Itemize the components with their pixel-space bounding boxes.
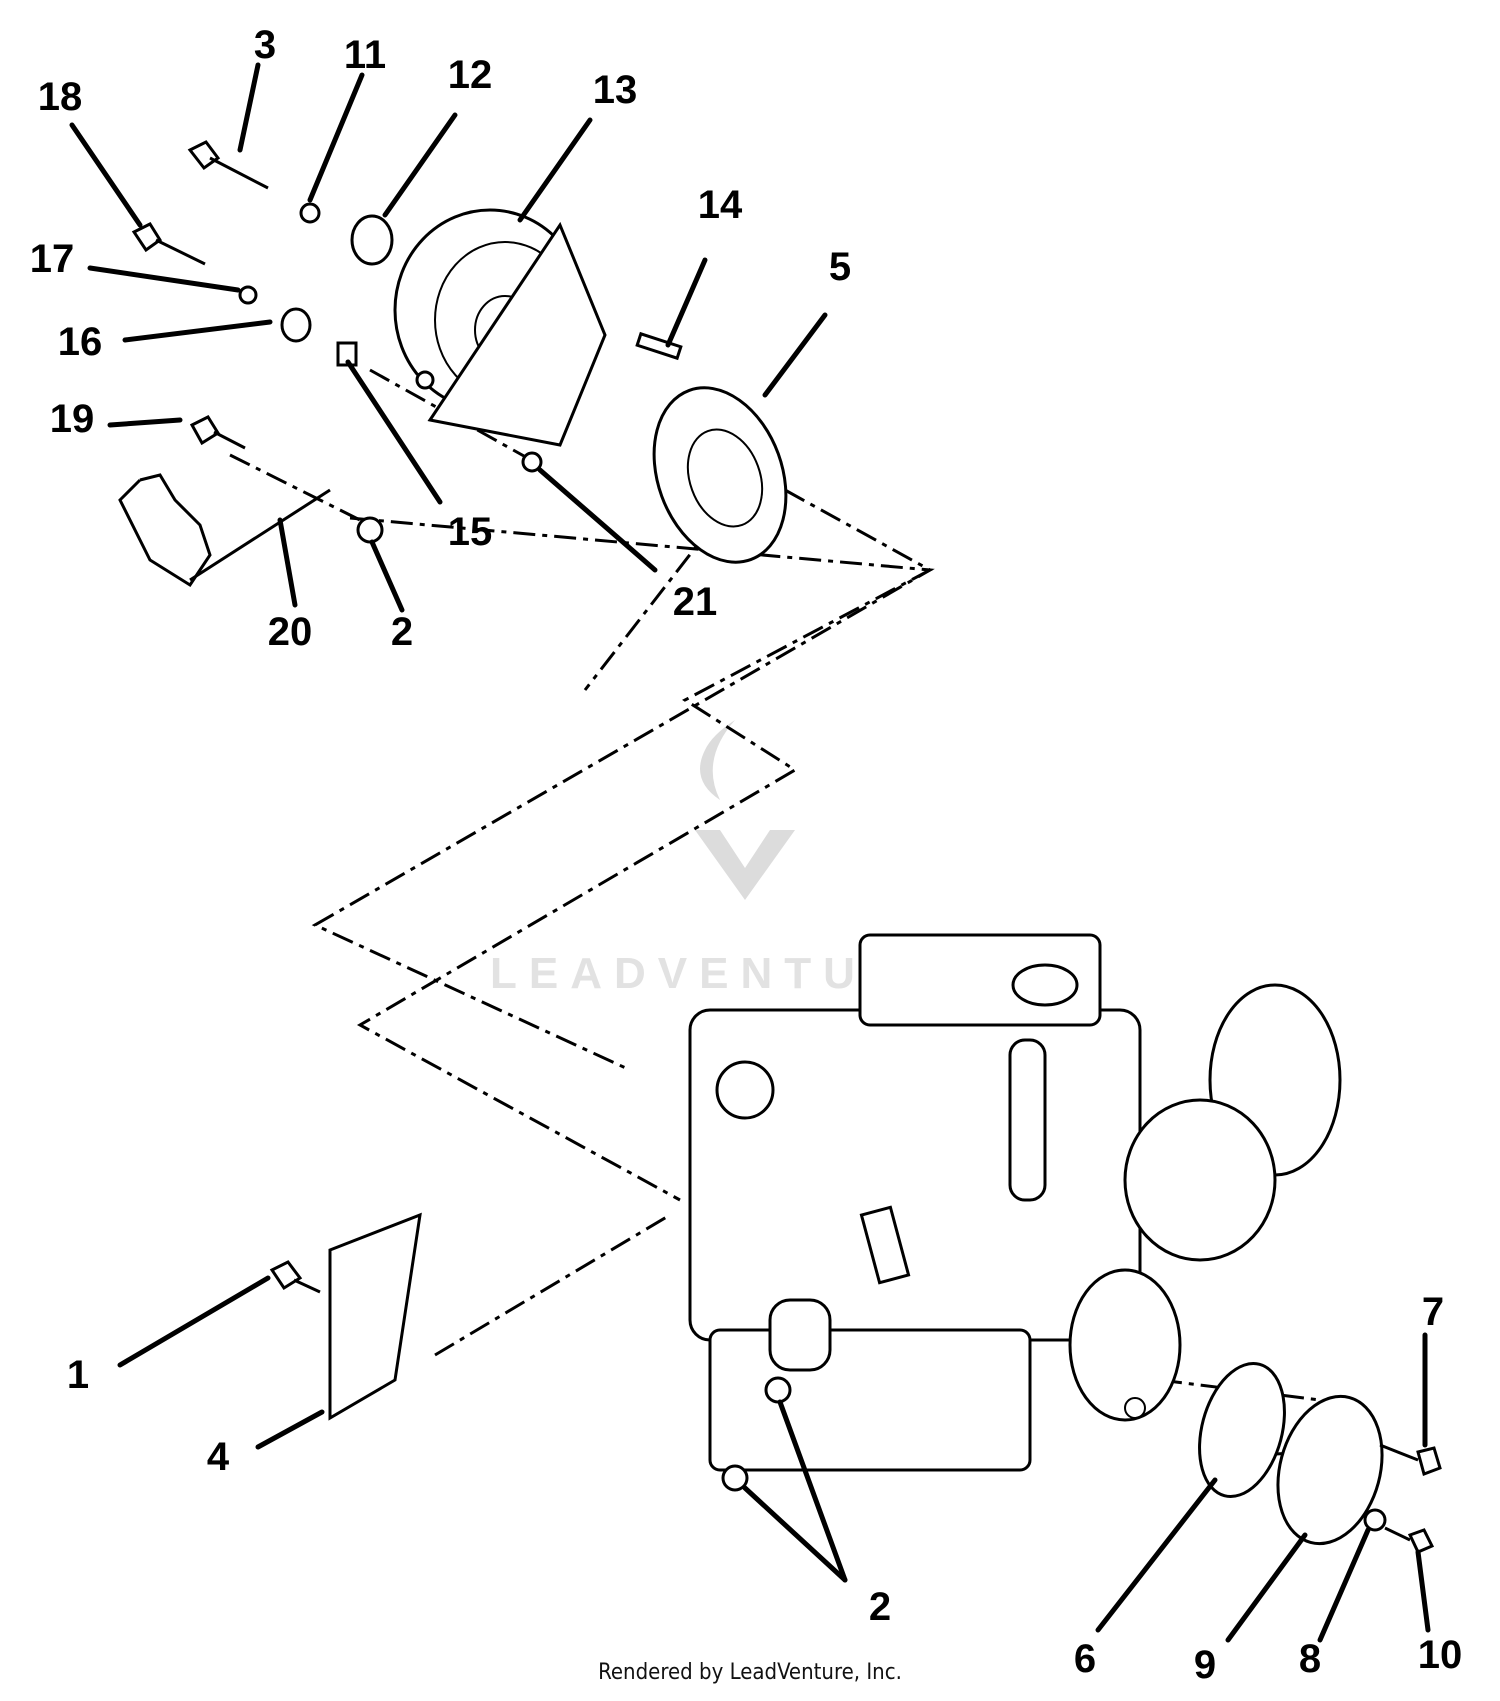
washer-11 xyxy=(299,202,321,224)
bracket-20 xyxy=(118,473,331,588)
bolt-7 xyxy=(1379,1443,1442,1476)
washer-8 xyxy=(1363,1508,1387,1532)
engine xyxy=(688,933,1342,1472)
adapter-5 xyxy=(652,386,788,564)
nut-2-upper xyxy=(356,516,384,544)
nut-2-engine xyxy=(764,1376,792,1404)
shield-4 xyxy=(328,1212,422,1421)
callout-4: 4 xyxy=(207,1435,230,1479)
callout-3: 3 xyxy=(254,23,276,67)
spacer-16 xyxy=(280,307,312,343)
bolt-3 xyxy=(187,140,269,190)
callout-2-upper: 2 xyxy=(391,610,413,654)
bolt-19 xyxy=(189,415,246,450)
key-14 xyxy=(635,331,683,361)
callout-12: 12 xyxy=(448,53,493,97)
washer-12 xyxy=(350,214,394,266)
callout-10: 10 xyxy=(1418,1633,1463,1677)
callout-8: 8 xyxy=(1299,1637,1321,1681)
callout-16: 16 xyxy=(58,320,103,364)
nut-2-lower xyxy=(721,1464,749,1492)
callout-21: 21 xyxy=(673,580,718,624)
callout-1: 1 xyxy=(67,1353,89,1397)
callout-14: 14 xyxy=(698,183,743,227)
callout-20: 20 xyxy=(268,610,313,654)
callout-19: 19 xyxy=(50,397,95,441)
credit-text: Rendered by LeadVenture, Inc. xyxy=(598,1660,902,1685)
bolt-10 xyxy=(1384,1526,1435,1554)
callout-7: 7 xyxy=(1422,1290,1444,1334)
callout-18: 18 xyxy=(38,75,83,119)
nut-21 xyxy=(521,451,543,473)
callout-2-lower: 2 xyxy=(869,1585,891,1629)
callout-9: 9 xyxy=(1194,1643,1216,1687)
pulley-9 xyxy=(1276,1394,1384,1546)
callout-15: 15 xyxy=(448,510,493,554)
washer-17 xyxy=(238,285,258,305)
callout-5: 5 xyxy=(829,245,851,289)
callout-11: 11 xyxy=(344,33,386,77)
callout-6: 6 xyxy=(1074,1637,1096,1681)
hub-6 xyxy=(1198,1362,1286,1498)
pto-clutch-13 xyxy=(393,208,607,447)
callout-13: 13 xyxy=(593,68,638,112)
leader-lines xyxy=(69,62,1431,1643)
bolt-1 xyxy=(269,1260,321,1294)
bolt-18 xyxy=(131,222,206,266)
callout-17: 17 xyxy=(30,237,75,281)
